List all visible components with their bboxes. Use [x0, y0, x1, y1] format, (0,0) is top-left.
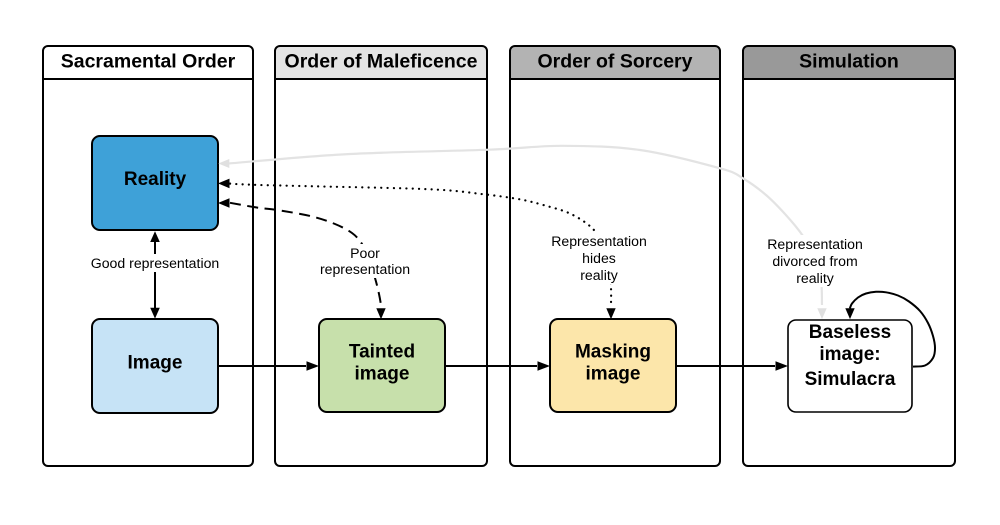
- svg-text:hides: hides: [582, 250, 616, 266]
- svg-text:Sacramental Order: Sacramental Order: [61, 51, 236, 73]
- svg-text:image: image: [586, 364, 641, 385]
- svg-text:Good representation: Good representation: [91, 255, 220, 271]
- svg-text:Reality: Reality: [124, 169, 187, 190]
- svg-text:Representation: Representation: [551, 233, 647, 249]
- svg-text:Order of Maleficence: Order of Maleficence: [285, 51, 478, 73]
- svg-text:divorced from: divorced from: [772, 253, 857, 269]
- svg-text:reality: reality: [796, 270, 835, 286]
- svg-text:Order of Sorcery: Order of Sorcery: [538, 51, 693, 73]
- svg-text:reality: reality: [580, 267, 619, 283]
- svg-text:Image: Image: [128, 353, 183, 374]
- svg-text:Masking: Masking: [575, 342, 651, 363]
- svg-text:representation: representation: [320, 261, 410, 277]
- svg-text:Tainted: Tainted: [349, 342, 415, 363]
- svg-text:Simulation: Simulation: [799, 51, 899, 73]
- svg-text:Baseless: Baseless: [809, 322, 891, 343]
- svg-text:Simulacra: Simulacra: [805, 369, 896, 390]
- svg-text:image:: image:: [819, 344, 880, 365]
- svg-text:image: image: [355, 364, 410, 385]
- svg-text:Poor: Poor: [350, 245, 380, 261]
- svg-text:Representation: Representation: [767, 236, 863, 252]
